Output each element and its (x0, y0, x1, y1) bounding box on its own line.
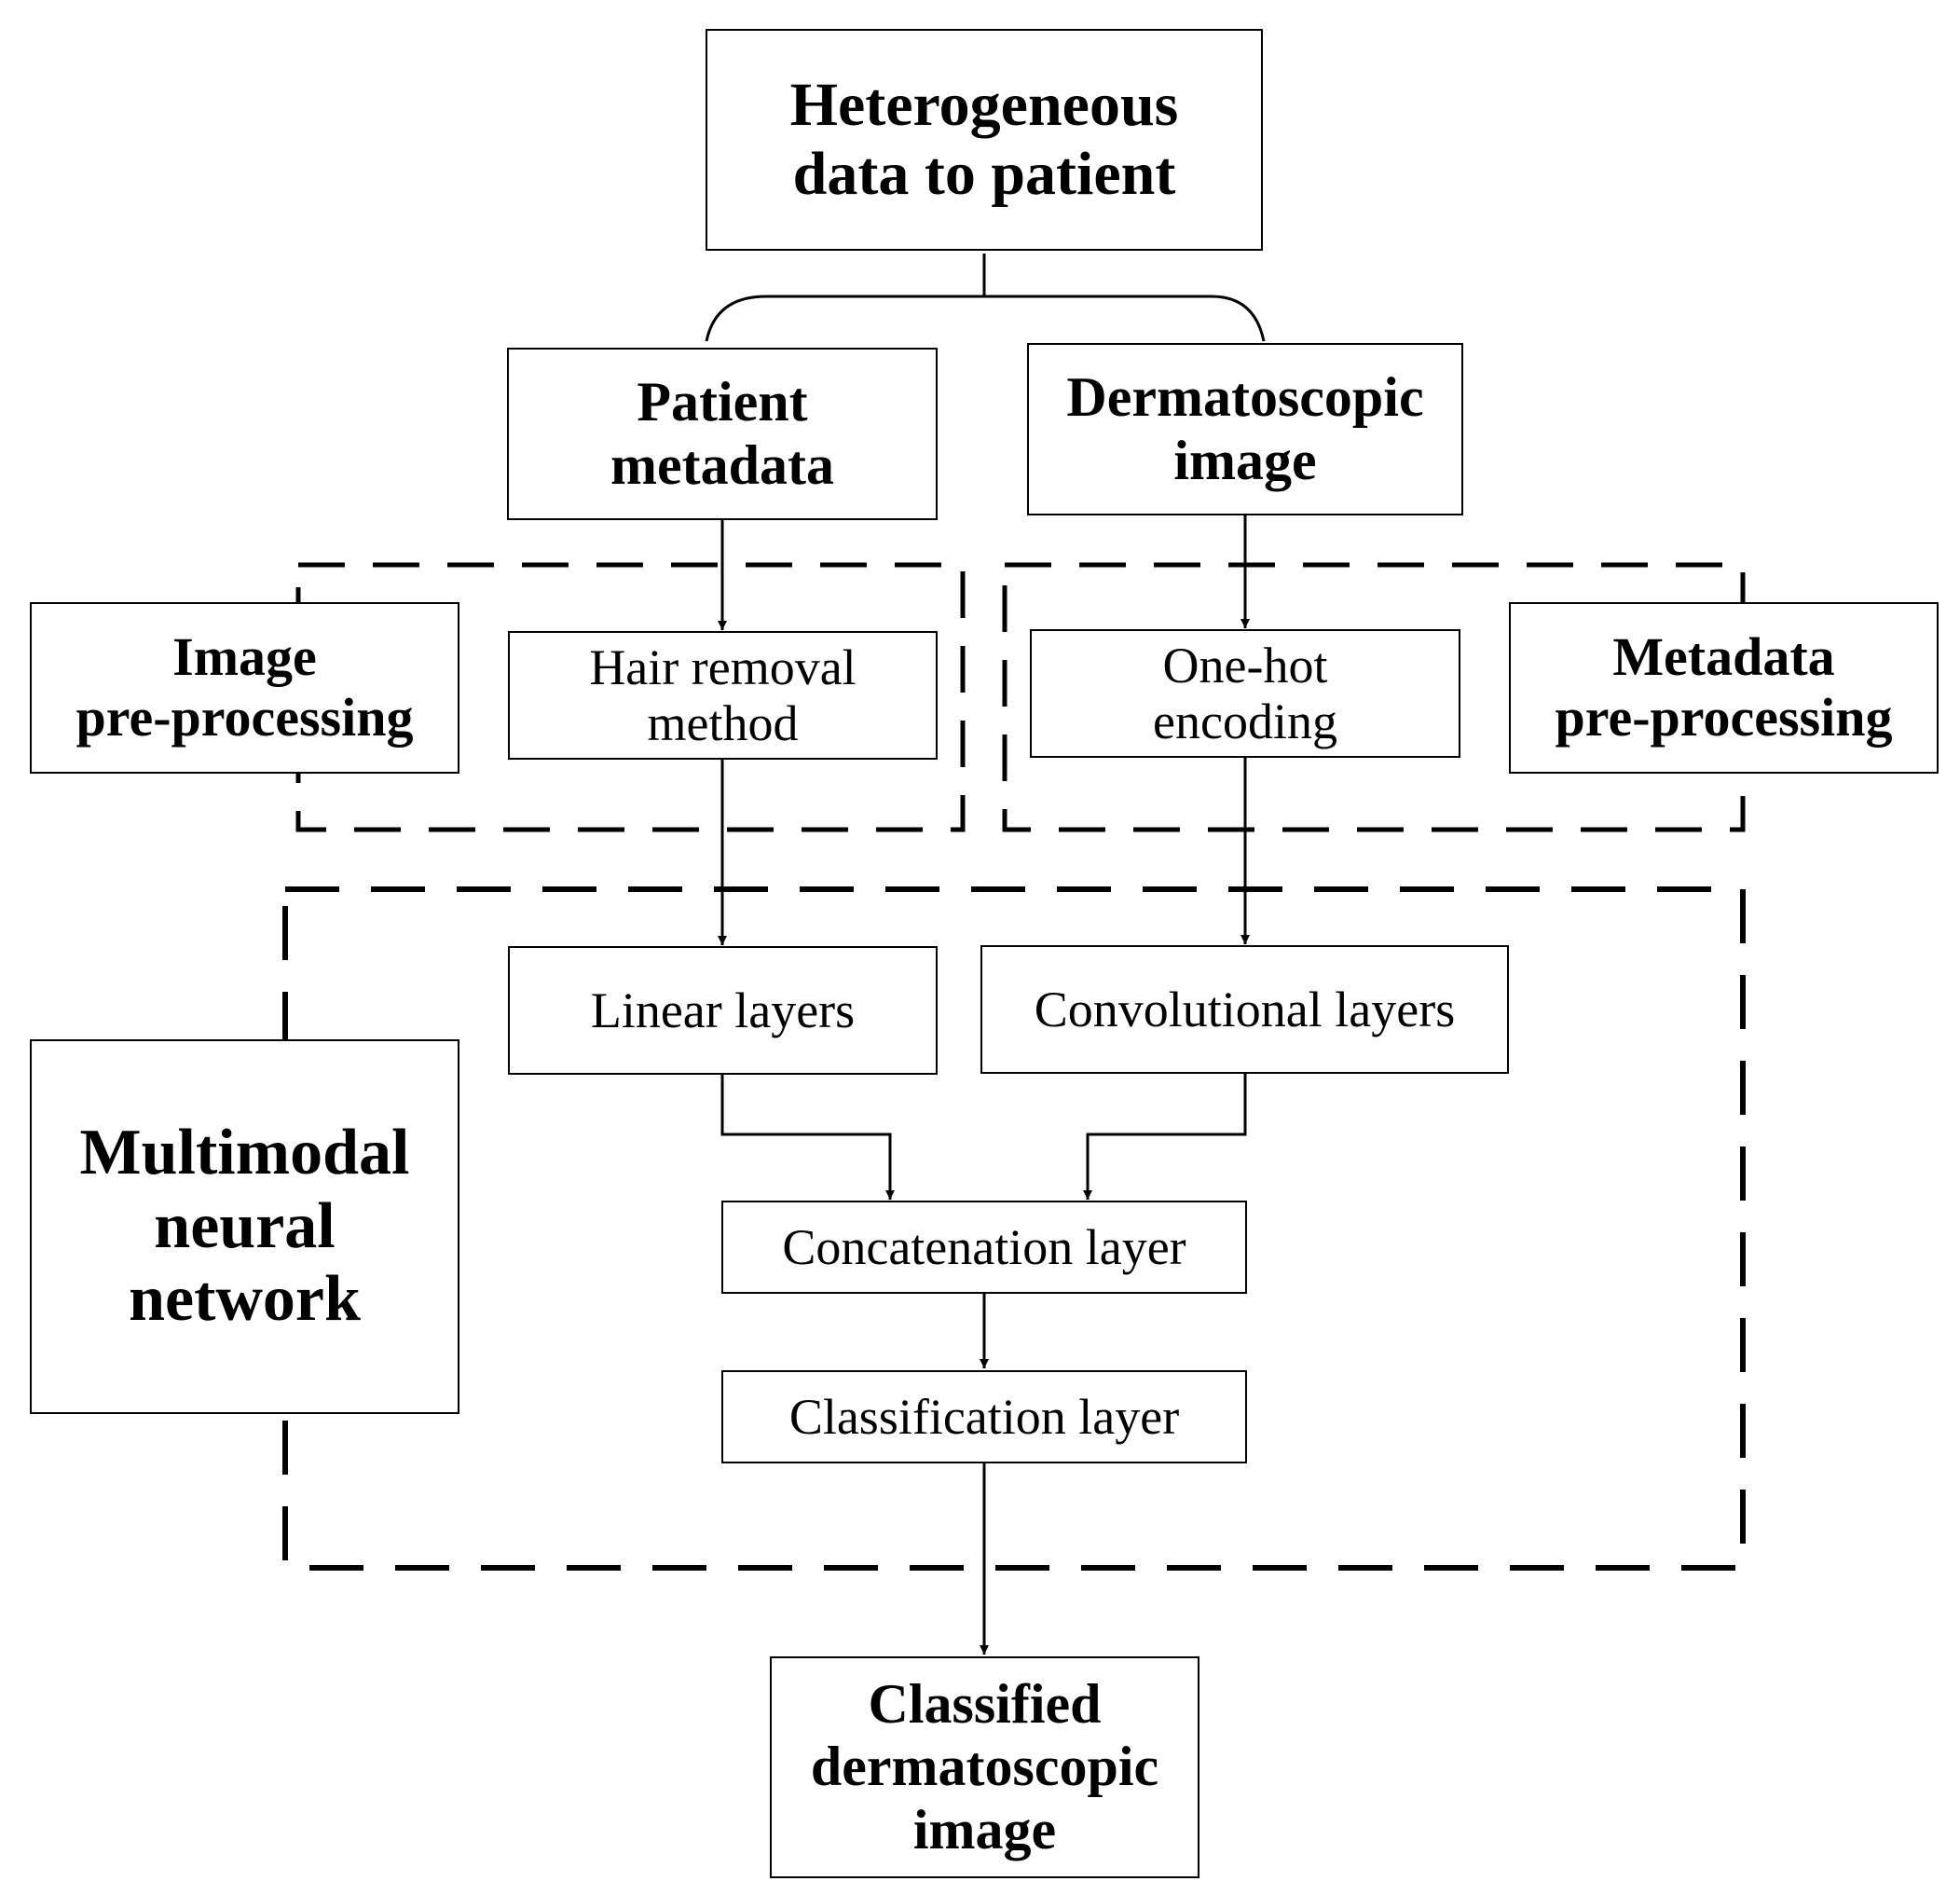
convolutional-layers-box: Convolutional layers (980, 945, 1509, 1074)
linear-layers-box: Linear layers (508, 946, 938, 1075)
dermatoscopic-image-label: Dermatoscopic image (1066, 366, 1424, 491)
classification-layer-label: Classification layer (788, 1388, 1180, 1445)
classification-layer-box: Classification layer (721, 1370, 1247, 1463)
dermatoscopic-image-box: Dermatoscopic image (1027, 343, 1463, 515)
split-brace-connector (705, 254, 1266, 342)
arrow-linear-to-concatenation (720, 1075, 895, 1200)
one-hot-encoding-box: One-hot encoding (1030, 629, 1460, 758)
multimodal-network-label: Multimodal neural network (79, 1117, 410, 1336)
heterogeneous-data-box: Heterogeneous data to patient (706, 29, 1263, 251)
convolutional-layers-label: Convolutional layers (1034, 981, 1456, 1037)
one-hot-encoding-label: One-hot encoding (1153, 637, 1337, 749)
image-preprocessing-box: Image pre-processing (30, 602, 459, 774)
multimodal-network-box: Multimodal neural network (30, 1039, 459, 1414)
linear-layers-label: Linear layers (590, 982, 856, 1038)
patient-metadata-box: Patient metadata (507, 348, 938, 520)
classified-image-box: Classified dermatoscopic image (770, 1656, 1199, 1878)
image-preprocessing-label: Image pre-processing (75, 626, 414, 748)
concatenation-layer-label: Concatenation layer (782, 1218, 1186, 1275)
hair-removal-box: Hair removal method (508, 631, 938, 760)
patient-metadata-label: Patient metadata (610, 371, 834, 496)
metadata-preprocessing-group-border (1002, 562, 1746, 832)
hair-removal-label: Hair removal method (589, 639, 857, 751)
metadata-preprocessing-label: Metadata pre-processing (1555, 626, 1893, 748)
arrow-convolutional-to-concatenation (1083, 1074, 1247, 1200)
metadata-preprocessing-box: Metadata pre-processing (1509, 602, 1939, 774)
heterogeneous-data-label: Heterogeneous data to patient (789, 71, 1179, 208)
concatenation-layer-box: Concatenation layer (721, 1201, 1247, 1294)
classified-image-label: Classified dermatoscopic image (810, 1673, 1159, 1861)
